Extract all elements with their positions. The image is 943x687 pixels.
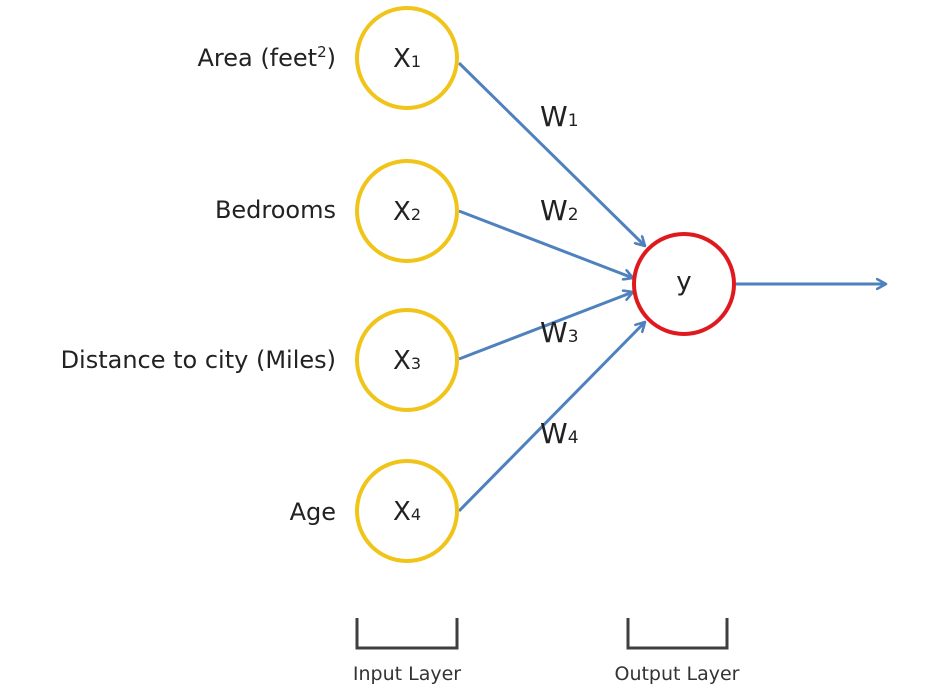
input-layer-bracket [355,618,459,650]
output-layer-label: Output Layer [614,663,739,685]
output-node-label: y [676,267,691,297]
connection-arrow-1 [457,61,645,246]
feature-label-bedrooms: Bedrooms [215,196,336,224]
weight-label-3: W3 [540,316,579,349]
input-node-4 [355,459,459,563]
weight-label-1: W1 [540,100,579,133]
connection-arrow-2 [458,209,633,278]
input-node-2 [355,159,459,263]
weight-label-4: W4 [540,417,579,450]
feature-label-distance: Distance to city (Miles) [61,346,336,374]
output-node [632,232,736,336]
connection-arrow-3 [458,292,633,361]
input-layer-label: Input Layer [353,663,461,685]
weight-label-2: W2 [540,194,579,227]
input-node-2-label: X2 [393,197,421,227]
input-node-4-label: X4 [393,497,421,527]
output-layer-bracket [626,618,729,650]
input-node-1 [355,6,459,110]
connection-arrow-4 [457,322,645,513]
input-node-3-label: X3 [393,346,421,376]
input-node-3 [355,308,459,412]
feature-label-area: Area (feet2) [197,43,336,72]
feature-label-age: Age [290,498,336,526]
input-node-1-label: X1 [393,44,421,74]
